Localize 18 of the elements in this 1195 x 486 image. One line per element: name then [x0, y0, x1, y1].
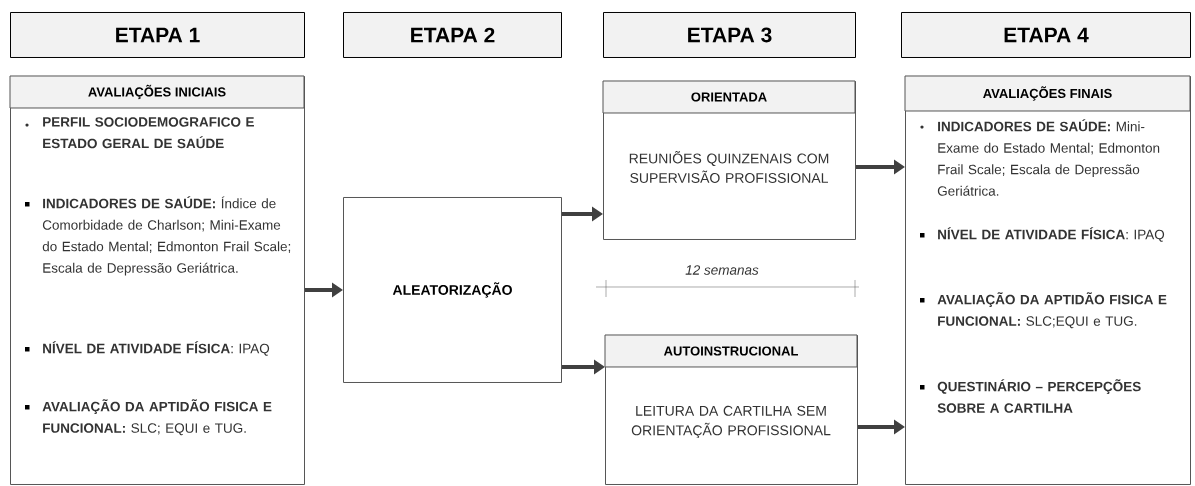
group-box: ORIENTADA REUNIÕES QUINZENAIS COM SUPERVISÃO PROFISSIONAL [602, 80, 856, 240]
stage-header: ETAPA 1 [10, 12, 305, 58]
list-item: INDICADORES DE SAÚDE: Índice de Comorbidade de Charlson; Mini-Exame do Estado Mental; Edmonton Frail Scale; Escala de Depressão Geriátrica. [42, 196, 291, 276]
list-item: NÍVEL DE ATIVIDADE FÍSICA: IPAQ [43, 341, 270, 356]
list-item: INDICADORES DE SAÚDE: Mini-Exame do Estado Mental; Edmonton Frail Scale; Escala de Depressão Geriátrica. [937, 119, 1160, 196]
assessment-box: AVALIAÇÕES FINAIS INDICADORES DE SAÚDE: Mini-Exame do Estado Mental; Edmonton Frail Scale; Escala de Depressão Geriátrica. NÍVEL DE ATIVIDADE FÍSICA: IPAQ AVALIAÇÃO DA APTIDÃO FISICA E FUNCIONAL: SLC;EQUI e TUG. QUESTINÁRIO – PERCEPÇÕES SOBRE A CARTILHA [904, 75, 1191, 485]
list-item: PERFIL SOCIODEMOGRAFICO E ESTADO GERAL DE SAÚDE [43, 117, 254, 149]
duration-label: 12 semanas [685, 265, 759, 275]
assessment-box: AVALIAÇÕES INICIAIS PERFIL SOCIODEMOGRAFICO E ESTADO GERAL DE SAÚDE INDICADORES DE SAÚDE: Índice de Comorbidade de Charlson; Mini-Exame do Estado Mental; Edmonton Frail Scale; Escala de Depressão Geriátrica. NÍVEL DE ATIVIDADE FÍSICA: IPAQ AVALIAÇÃO DA APTIDÃO FISICA E FUNCIONAL: SLC; EQUI e TUG. [9, 75, 305, 485]
list-item: NÍVEL DE ATIVIDADE FÍSICA: IPAQ [938, 227, 1165, 242]
group-box: AUTOINSTRUCIONAL LEITURA DA CARTILHA SEM ORIENTAÇÃO PROFISSIONAL [604, 334, 858, 485]
process-box: ALEATORIZAÇÃO [343, 197, 562, 383]
list-item: QUESTINÁRIO – PERCEPÇÕES SOBRE A CARTILHA [937, 379, 1141, 413]
list-item: AVALIAÇÃO DA APTIDÃO FISICA E FUNCIONAL: SLC;EQUI e TUG. [937, 292, 1167, 329]
stage-header: ETAPA 4 [901, 12, 1191, 58]
list-item: AVALIAÇÃO DA APTIDÃO FISICA E FUNCIONAL: SLC; EQUI e TUG. [42, 399, 272, 436]
stage-header: ETAPA 2 [343, 12, 562, 58]
stage-header: ETAPA 3 [603, 12, 856, 58]
